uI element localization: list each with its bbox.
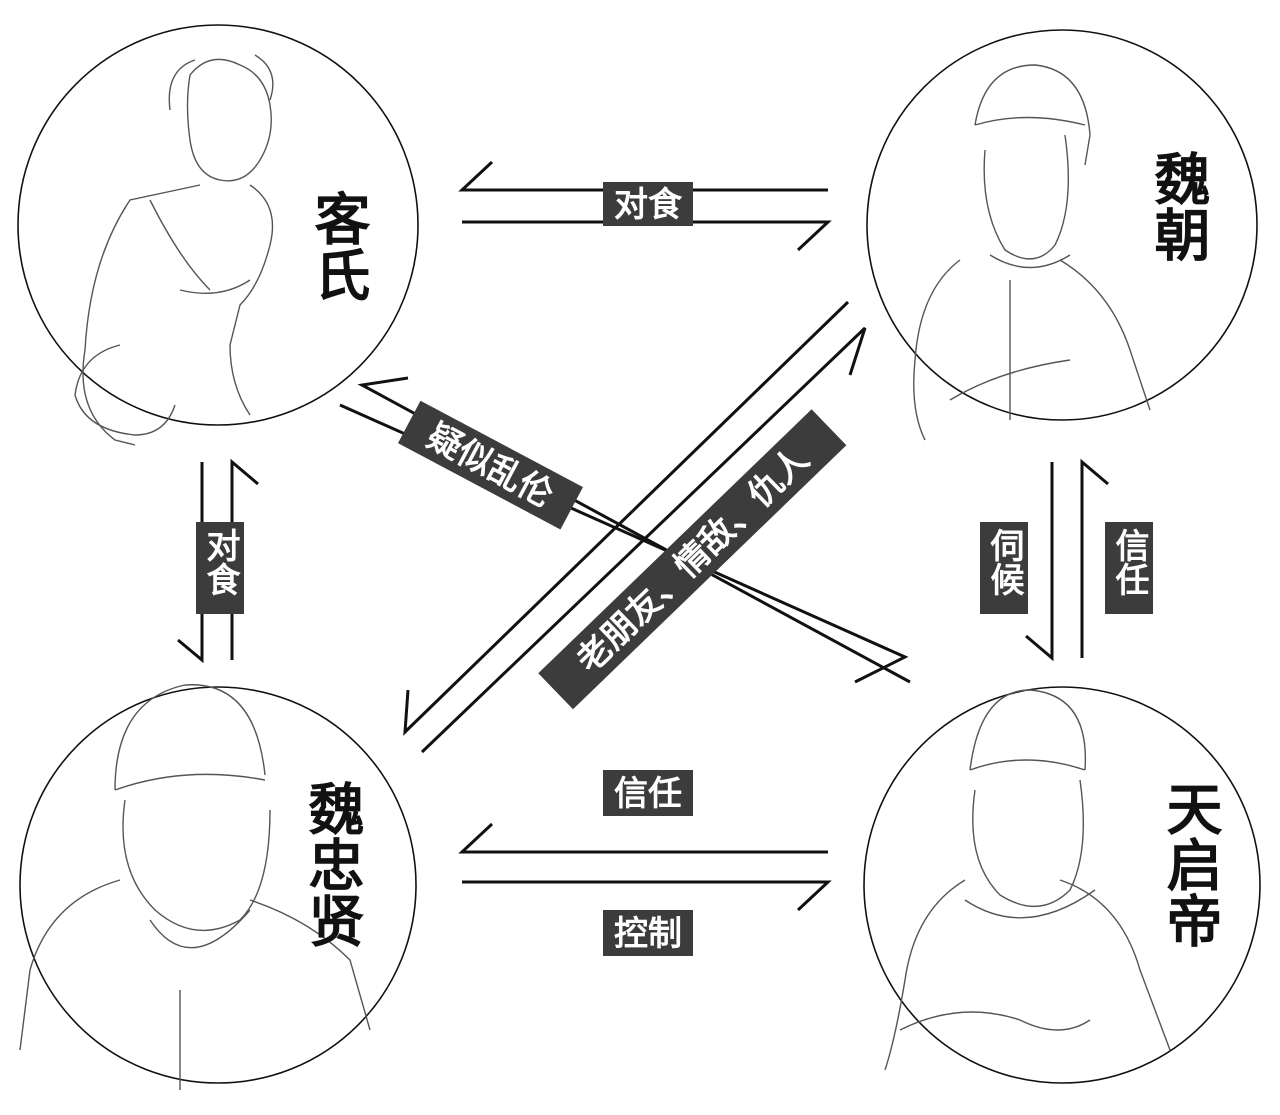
weichao-figure-sketch bbox=[913, 64, 1151, 441]
label-weichao-tianqi-left-text: 伺候 bbox=[984, 528, 1025, 596]
label-weichao-tianqi-left: 伺候 bbox=[980, 522, 1028, 614]
label-weichao-weizhongxian-text: 老朋友、情敌、仇人 bbox=[569, 439, 817, 680]
link-weichao-weizhongxian bbox=[403, 300, 867, 754]
name-keshi: 客氏 bbox=[305, 190, 371, 302]
portrait-weizhongxian: 魏忠贤 bbox=[19, 684, 417, 1090]
portrait-tianqi: 天启帝 bbox=[863, 686, 1261, 1084]
label-tianqi-weizhongxian-top-text: 信任 bbox=[614, 774, 682, 814]
link-tianqi-weizhongxian bbox=[458, 822, 832, 912]
label-weichao-tianqi-right-text: 信任 bbox=[1109, 528, 1149, 596]
weizhongxian-figure-sketch bbox=[19, 684, 371, 1090]
label-keshi-weizhongxian: 对食 bbox=[196, 522, 244, 614]
label-weizhongxian-tianqi-bottom: 控制 bbox=[603, 910, 693, 956]
portrait-weichao: 魏朝 bbox=[866, 29, 1258, 441]
label-keshi-weizhongxian-text: 对食 bbox=[200, 528, 240, 596]
portrait-keshi: 客氏 bbox=[17, 24, 419, 446]
label-keshi-weichao-text: 对食 bbox=[614, 185, 683, 225]
name-weizhongxian: 魏忠贤 bbox=[299, 780, 365, 948]
tianqi-figure-sketch bbox=[884, 689, 1171, 1071]
label-weizhongxian-tianqi-bottom-text: 控制 bbox=[614, 914, 682, 954]
name-weichao: 魏朝 bbox=[1145, 150, 1211, 262]
label-weichao-tianqi-right: 信任 bbox=[1105, 522, 1153, 614]
label-keshi-tianqi: 疑似乱伦 bbox=[397, 400, 583, 530]
name-tianqi: 天启帝 bbox=[1157, 780, 1223, 948]
label-tianqi-weizhongxian-top: 信任 bbox=[603, 770, 693, 816]
label-keshi-weichao: 对食 bbox=[603, 182, 693, 226]
link-keshi-weichao bbox=[458, 160, 832, 252]
keshi-figure-sketch bbox=[74, 54, 274, 446]
link-weichao-tianqi bbox=[1025, 458, 1109, 662]
